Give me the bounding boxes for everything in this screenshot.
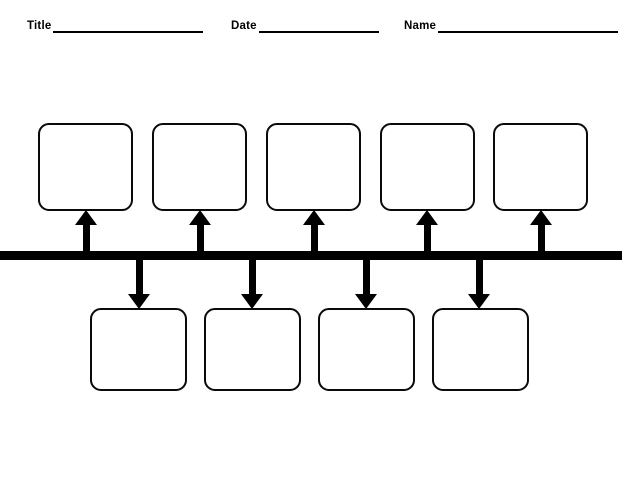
arrow-up-stem	[423, 222, 431, 256]
top-box-2[interactable]	[152, 123, 247, 211]
title-field-label: Title	[27, 20, 52, 32]
arrow-down-stem	[248, 256, 256, 294]
date-field-rule[interactable]	[258, 31, 379, 33]
arrow-up-stem	[310, 222, 318, 256]
title-field[interactable]: Title	[27, 20, 204, 34]
arrow-up-icon	[189, 210, 211, 256]
arrow-down-head	[128, 294, 150, 309]
bottom-box-4[interactable]	[432, 308, 529, 391]
arrow-up-stem	[537, 222, 545, 256]
arrow-up-head	[189, 210, 211, 225]
arrow-up-stem	[82, 222, 90, 256]
arrow-down-icon	[355, 256, 377, 309]
arrow-down-stem	[135, 256, 143, 294]
arrow-down-head	[468, 294, 490, 309]
arrow-up-stem	[196, 222, 204, 256]
arrow-down-stem	[362, 256, 370, 294]
timeline-spine	[0, 251, 622, 260]
bottom-box-3[interactable]	[318, 308, 415, 391]
bottom-box-2[interactable]	[204, 308, 301, 391]
arrow-down-head	[241, 294, 263, 309]
bottom-box-1[interactable]	[90, 308, 187, 391]
arrow-up-head	[416, 210, 438, 225]
arrow-up-head	[530, 210, 552, 225]
date-field[interactable]: Date	[231, 20, 379, 34]
top-box-5[interactable]	[493, 123, 588, 211]
arrow-up-icon	[303, 210, 325, 256]
date-field-label: Date	[231, 20, 257, 32]
arrow-down-icon	[128, 256, 150, 309]
arrow-down-icon	[468, 256, 490, 309]
arrow-down-icon	[241, 256, 263, 309]
name-field-label: Name	[404, 20, 437, 32]
name-field-rule[interactable]	[438, 31, 619, 33]
arrow-down-head	[355, 294, 377, 309]
top-box-4[interactable]	[380, 123, 475, 211]
arrow-down-stem	[475, 256, 483, 294]
arrow-up-icon	[530, 210, 552, 256]
top-box-3[interactable]	[266, 123, 361, 211]
arrow-up-head	[303, 210, 325, 225]
arrow-up-icon	[416, 210, 438, 256]
name-field[interactable]: Name	[404, 20, 619, 34]
arrow-up-icon	[75, 210, 97, 256]
top-box-1[interactable]	[38, 123, 133, 211]
title-field-rule[interactable]	[53, 31, 204, 33]
arrow-up-head	[75, 210, 97, 225]
